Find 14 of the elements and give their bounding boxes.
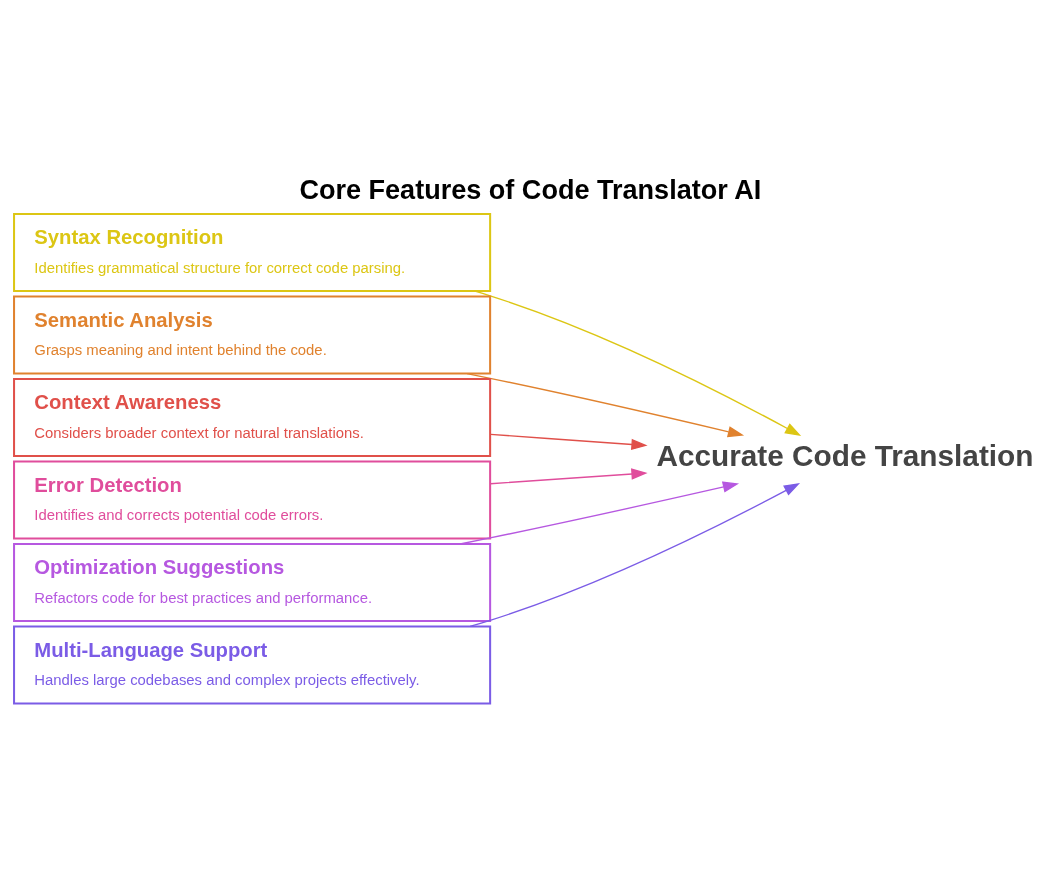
arrow [466,372,745,437]
node-box: Semantic Analysis Grasps meaning and intent behind the code. [13,294,492,375]
node-box: Syntax Recognition Identifies grammatical structure for correct code parsing. [13,212,492,292]
arrow [469,482,801,627]
arrow [459,481,740,545]
node-box: Error Detection Identifies and corrects potential code errors. [13,459,492,540]
node-box: Optimization Suggestions Refactors code for best practices and performance. [13,542,492,622]
diagram-title: Core Features of Code Translator AI [299,174,762,205]
node-box: Multi-Language Support Handles large codebases and complex projects effectively. [13,625,492,705]
arrow [489,467,648,484]
arrow [474,290,802,436]
node-box: Context Awareness Considers broader context for natural translations. [13,377,492,457]
arrow [489,433,648,450]
node-text: Accurate Code Translation [656,438,1034,472]
